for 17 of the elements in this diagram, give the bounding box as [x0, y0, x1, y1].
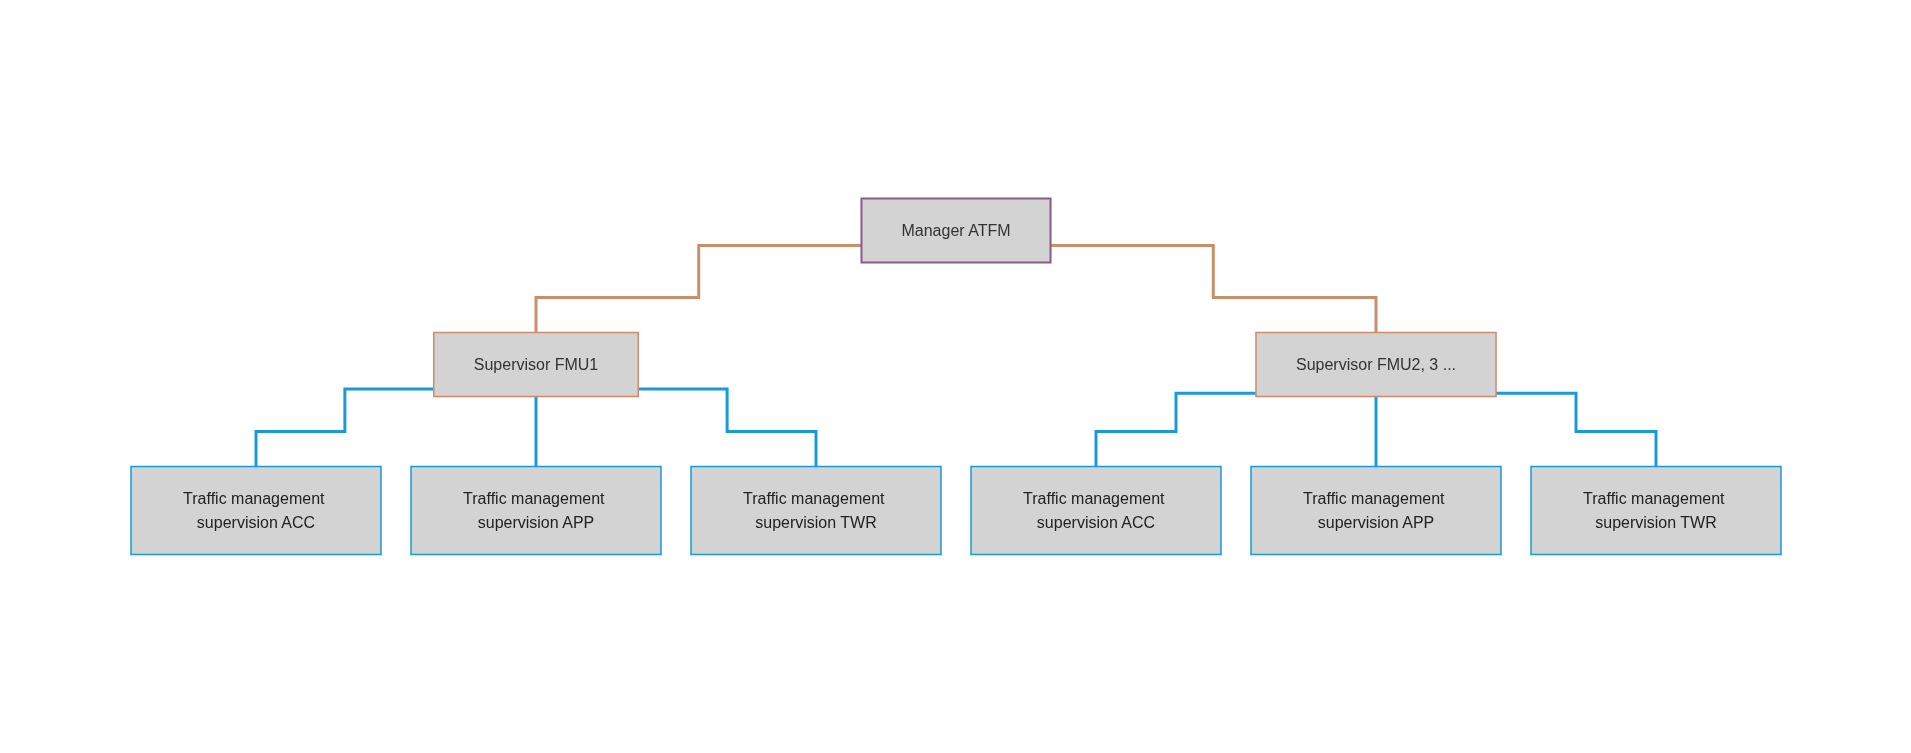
connector: [534, 244, 861, 334]
node-box: Traffic management supervision APP: [409, 465, 662, 556]
connector: [254, 387, 434, 468]
node-box: Traffic management supervision APP: [1249, 465, 1502, 556]
connector: [637, 387, 817, 468]
node-box: Traffic management supervision TWR: [1529, 465, 1782, 556]
node-box: Supervisor FMU2, 3 ...: [1254, 331, 1497, 398]
node-box: Traffic management supervision TWR: [689, 465, 942, 556]
connector: [534, 395, 537, 468]
connector: [1094, 391, 1256, 468]
node-box: Traffic management supervision ACC: [969, 465, 1222, 556]
node-box: Manager ATFM: [859, 197, 1052, 264]
connector: [1495, 391, 1657, 468]
node-box: Supervisor FMU1: [432, 331, 639, 398]
connector: [1050, 244, 1377, 334]
connector: [1374, 395, 1377, 468]
node-box: Traffic management supervision ACC: [129, 465, 382, 556]
